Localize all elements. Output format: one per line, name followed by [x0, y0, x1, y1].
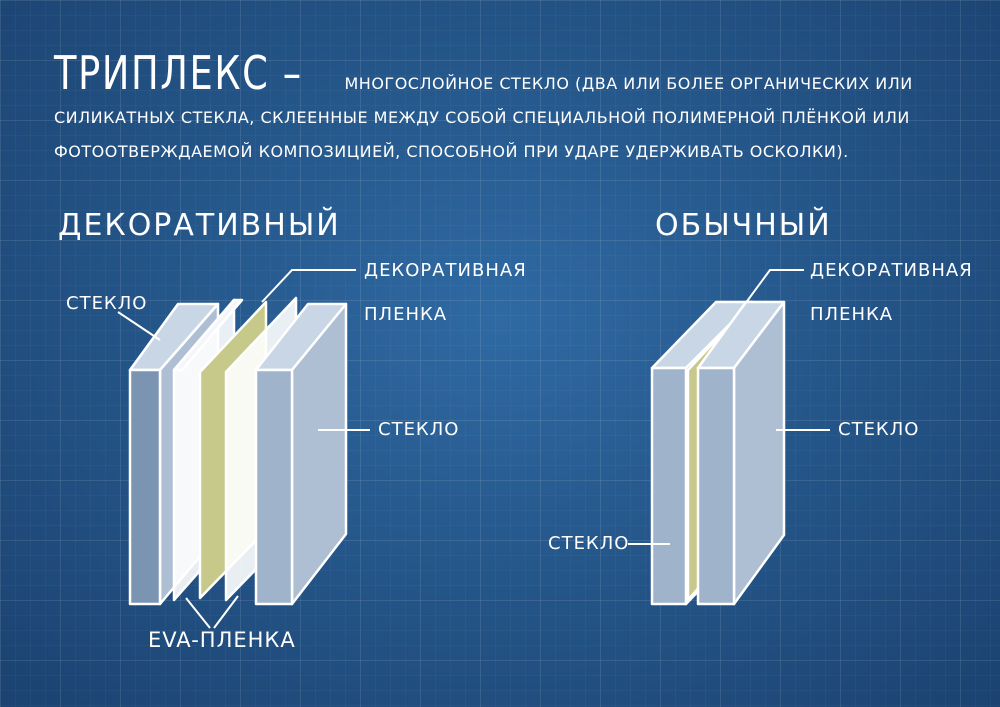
decorative-stack [128, 296, 348, 606]
regular-glass-right [696, 300, 786, 606]
label-decorative-film-line2: ПЛЕНКА [364, 304, 448, 325]
section-title-regular: ОБЫЧНЫЙ [655, 208, 832, 243]
label-regular-glass-left: СТЕКЛО [548, 533, 630, 554]
label-eva-film: EVA-ПЛЕНКА [148, 628, 296, 652]
regular-leaders [628, 269, 830, 545]
section-title-decorative: ДЕКОРАТИВНЫЙ [58, 208, 341, 243]
definition-text: ТРИПЛЕКС – МНОГОСЛОЙНОЕ СТЕКЛО (ДВА ИЛИ … [54, 46, 966, 169]
label-regular-glass-right: СТЕКЛО [838, 419, 920, 440]
term-title: ТРИПЛЕКС – [54, 46, 303, 100]
label-regular-film-line2: ПЛЕНКА [810, 304, 894, 325]
decorative-leaders [117, 269, 370, 629]
label-decorative-film-line1: ДЕКОРАТИВНАЯ [364, 260, 527, 281]
term-definition: МНОГОСЛОЙНОЕ СТЕКЛО (ДВА ИЛИ БОЛЕЕ ОРГАН… [54, 74, 913, 161]
decorative-glass-right [254, 302, 348, 606]
label-regular-film-line1: ДЕКОРАТИВНАЯ [810, 260, 973, 281]
regular-stack [650, 300, 786, 606]
label-glass-right: СТЕКЛО [378, 419, 460, 440]
label-glass-left: СТЕКЛО [66, 293, 148, 314]
